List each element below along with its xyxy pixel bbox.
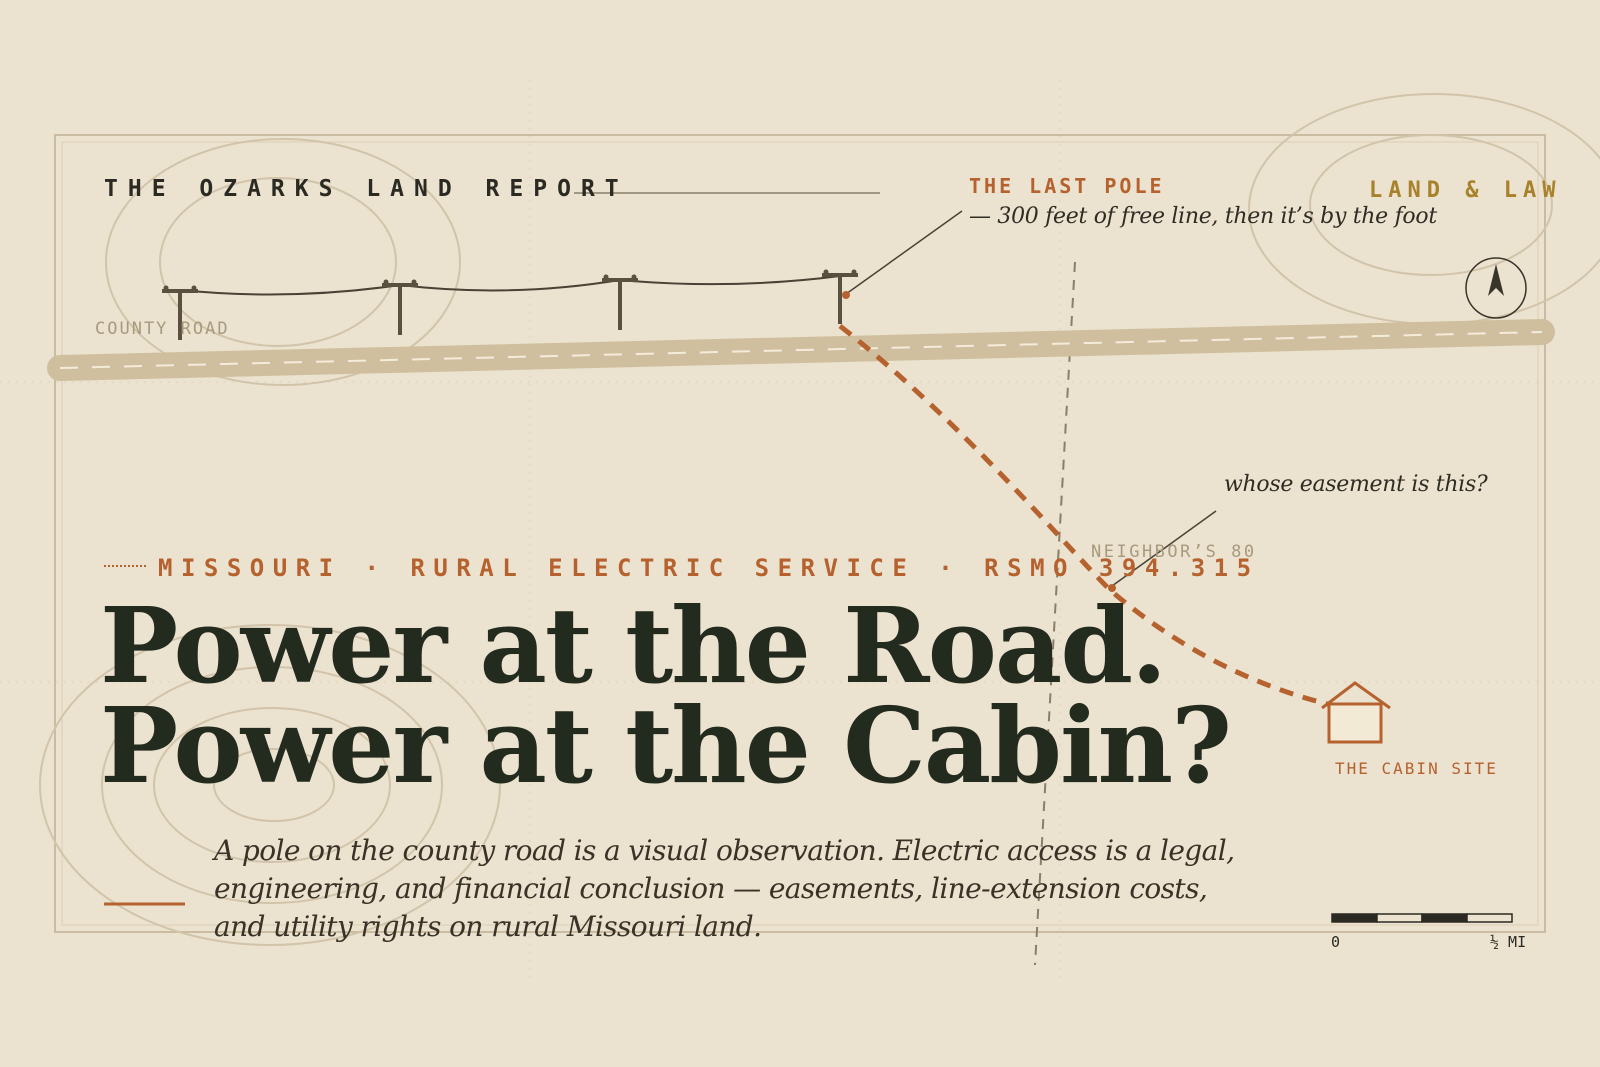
scale-start-label: 0	[1331, 933, 1341, 951]
easement-leader	[1111, 510, 1217, 587]
parcel-boundary-line	[1034, 261, 1076, 966]
scale-end-label: ½ MI	[1490, 933, 1527, 951]
last-pole-leader	[845, 210, 963, 295]
last-pole-callout-note: — 300 feet of free line, then it’s by th…	[969, 204, 1437, 229]
scale-bar	[1331, 913, 1513, 923]
topo-contours	[39, 93, 1600, 946]
line-extension-route	[838, 324, 1346, 711]
utility-pole	[382, 279, 418, 335]
last-pole-marker	[842, 291, 850, 299]
utility-pole	[602, 274, 638, 330]
brand-title: THE OZARKS LAND REPORT	[104, 176, 629, 202]
headline: Power at the Road. Power at the Cabin?	[100, 584, 1232, 807]
kicker-dotted-rule	[104, 565, 146, 567]
story-dek: A pole on the county road is a visual ob…	[214, 834, 1235, 943]
story-kicker: MISSOURI · RURAL ELECTRIC SERVICE · RSMO…	[104, 554, 1260, 582]
easement-callout-note: whose easement is this?	[1224, 472, 1488, 497]
power-line-wires	[179, 275, 841, 296]
last-utility-pole	[822, 269, 858, 324]
last-pole-callout-title: THE LAST POLE	[969, 174, 1165, 198]
section-label: LAND & LAW	[1369, 178, 1562, 203]
neighbor-parcel-label: NEIGHBOR’S 80	[1091, 542, 1257, 562]
utility-pole	[162, 285, 198, 340]
easement-marker	[1108, 584, 1116, 592]
county-road-centerline	[59, 331, 1543, 369]
page-frame-inner	[61, 141, 1539, 926]
headline-line-1: Power at the Road.	[100, 584, 1167, 707]
background-grid	[0, 80, 1600, 980]
cabin-site-label: THE CABIN SITE	[1335, 759, 1498, 778]
cabin-icon	[1321, 681, 1391, 744]
page-frame	[54, 134, 1546, 933]
headline-line-2: Power at the Cabin?	[100, 684, 1232, 807]
kicker-text: MISSOURI · RURAL ELECTRIC SERVICE · RSMO…	[158, 554, 1260, 582]
county-road-label: COUNTY ROAD	[95, 319, 230, 339]
north-arrow-icon	[1465, 257, 1527, 319]
